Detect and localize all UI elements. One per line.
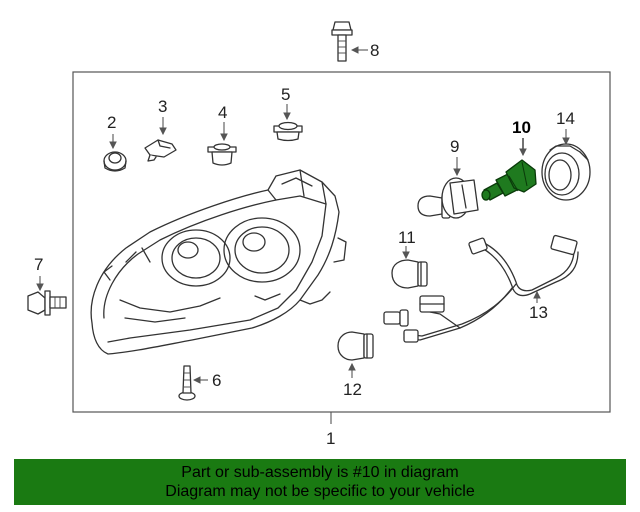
callout-5[interactable]: 5	[281, 85, 290, 104]
assembly-frame	[72, 71, 611, 413]
banner-line-2: Diagram may not be specific to your vehi…	[165, 483, 475, 500]
part-4-nut-icon[interactable]	[207, 143, 237, 166]
callout-8[interactable]: 8	[370, 41, 379, 60]
headlamp-housing-icon	[90, 169, 347, 355]
callout-14[interactable]: 14	[556, 109, 575, 128]
callout-12[interactable]: 12	[343, 380, 362, 399]
callout-9[interactable]: 9	[450, 137, 459, 156]
part-5-nut-icon[interactable]	[273, 121, 303, 142]
callout-3[interactable]: 3	[158, 97, 167, 116]
part-12-bulb-icon[interactable]	[337, 331, 374, 361]
callout-11[interactable]: 11	[398, 228, 416, 247]
part-14-socket-icon[interactable]	[541, 143, 591, 201]
part-3-clip-icon[interactable]	[144, 139, 177, 162]
callout-10[interactable]: 10	[512, 118, 531, 137]
callout-1[interactable]: 1	[326, 429, 335, 448]
part-13-wiring-harness-icon[interactable]	[383, 234, 579, 343]
part-10-bulb-icon[interactable]	[481, 159, 537, 201]
banner-line-1: Part or sub-assembly is #10 in diagram	[181, 464, 459, 481]
info-banner: Part or sub-assembly is #10 in diagram D…	[14, 459, 626, 505]
parts-diagram: 1 8 7 2 3 4	[27, 21, 611, 448]
part-2-grommet-icon[interactable]	[103, 151, 127, 172]
callout-4[interactable]: 4	[218, 103, 227, 122]
part-11-bulb-icon[interactable]	[391, 259, 428, 289]
callout-7[interactable]: 7	[34, 255, 43, 274]
callout-13[interactable]: 13	[529, 303, 548, 322]
part-8-bolt-icon[interactable]	[331, 21, 353, 62]
part-9-bulb-icon[interactable]	[417, 177, 479, 219]
callout-6[interactable]: 6	[212, 371, 221, 390]
callout-2[interactable]: 2	[107, 113, 116, 132]
part-6-screw-icon[interactable]	[178, 365, 196, 401]
part-7-bolt-icon[interactable]	[27, 290, 67, 316]
